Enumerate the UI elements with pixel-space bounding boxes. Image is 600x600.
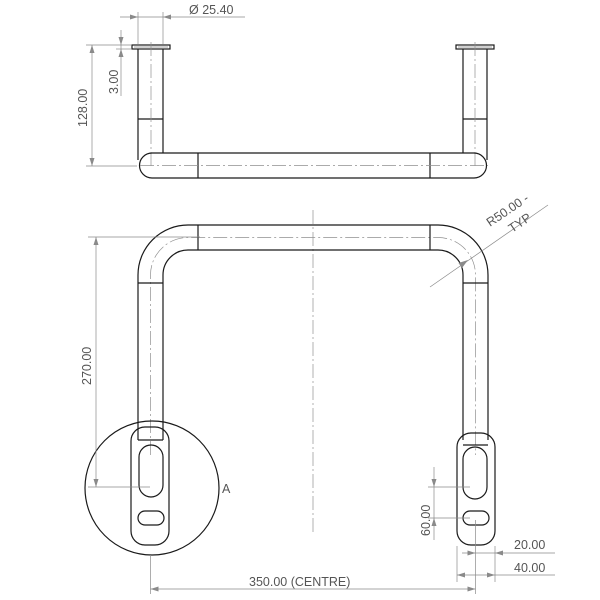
diameter-label: Ø 25.40 xyxy=(189,3,234,17)
diameter-dimension: Ø 25.40 xyxy=(120,3,245,44)
u-tube-outer xyxy=(137,224,489,440)
height-label: 128.00 xyxy=(76,89,90,127)
leg-length-label: 270.00 xyxy=(80,347,94,385)
plate-half-width-label: 20.00 xyxy=(514,538,545,552)
plate-width-label: 40.00 xyxy=(514,561,545,575)
slot-spacing-label: 60.00 xyxy=(419,505,433,536)
flange-thickness-label: 3.00 xyxy=(107,70,121,94)
plate-half-width-dimension: 20.00 xyxy=(462,520,555,560)
detail-a-label: A xyxy=(222,482,231,496)
leg-length-dimension: 270.00 xyxy=(80,236,200,488)
height-dimension: 128.00 xyxy=(76,44,137,167)
left-lower-slot xyxy=(137,510,165,526)
plan-view: A R50.00 - TYP 270.00 60.00 xyxy=(80,191,555,594)
left-upper-slot xyxy=(138,444,164,498)
detail-a-circle xyxy=(84,420,220,556)
bend-radius-callout: R50.00 - TYP xyxy=(429,191,549,288)
right-vertical-tube xyxy=(462,49,488,160)
right-mounting-plate xyxy=(456,432,496,546)
centre-distance-label: 350.00 (CENTRE) xyxy=(249,575,350,589)
left-mounting-plate xyxy=(130,426,170,546)
left-vertical-tube xyxy=(137,49,164,160)
right-upper-slot xyxy=(462,446,488,500)
slot-spacing-dimension: 60.00 xyxy=(419,467,470,540)
centre-distance-dimension: 350.00 (CENTRE) xyxy=(150,555,476,594)
flange-thickness-dimension: 3.00 xyxy=(107,30,131,96)
horizontal-bar xyxy=(138,152,488,179)
front-view: Ø 25.40 128.00 3.00 xyxy=(76,3,495,179)
plate-width-dimension: 40.00 xyxy=(456,546,555,582)
